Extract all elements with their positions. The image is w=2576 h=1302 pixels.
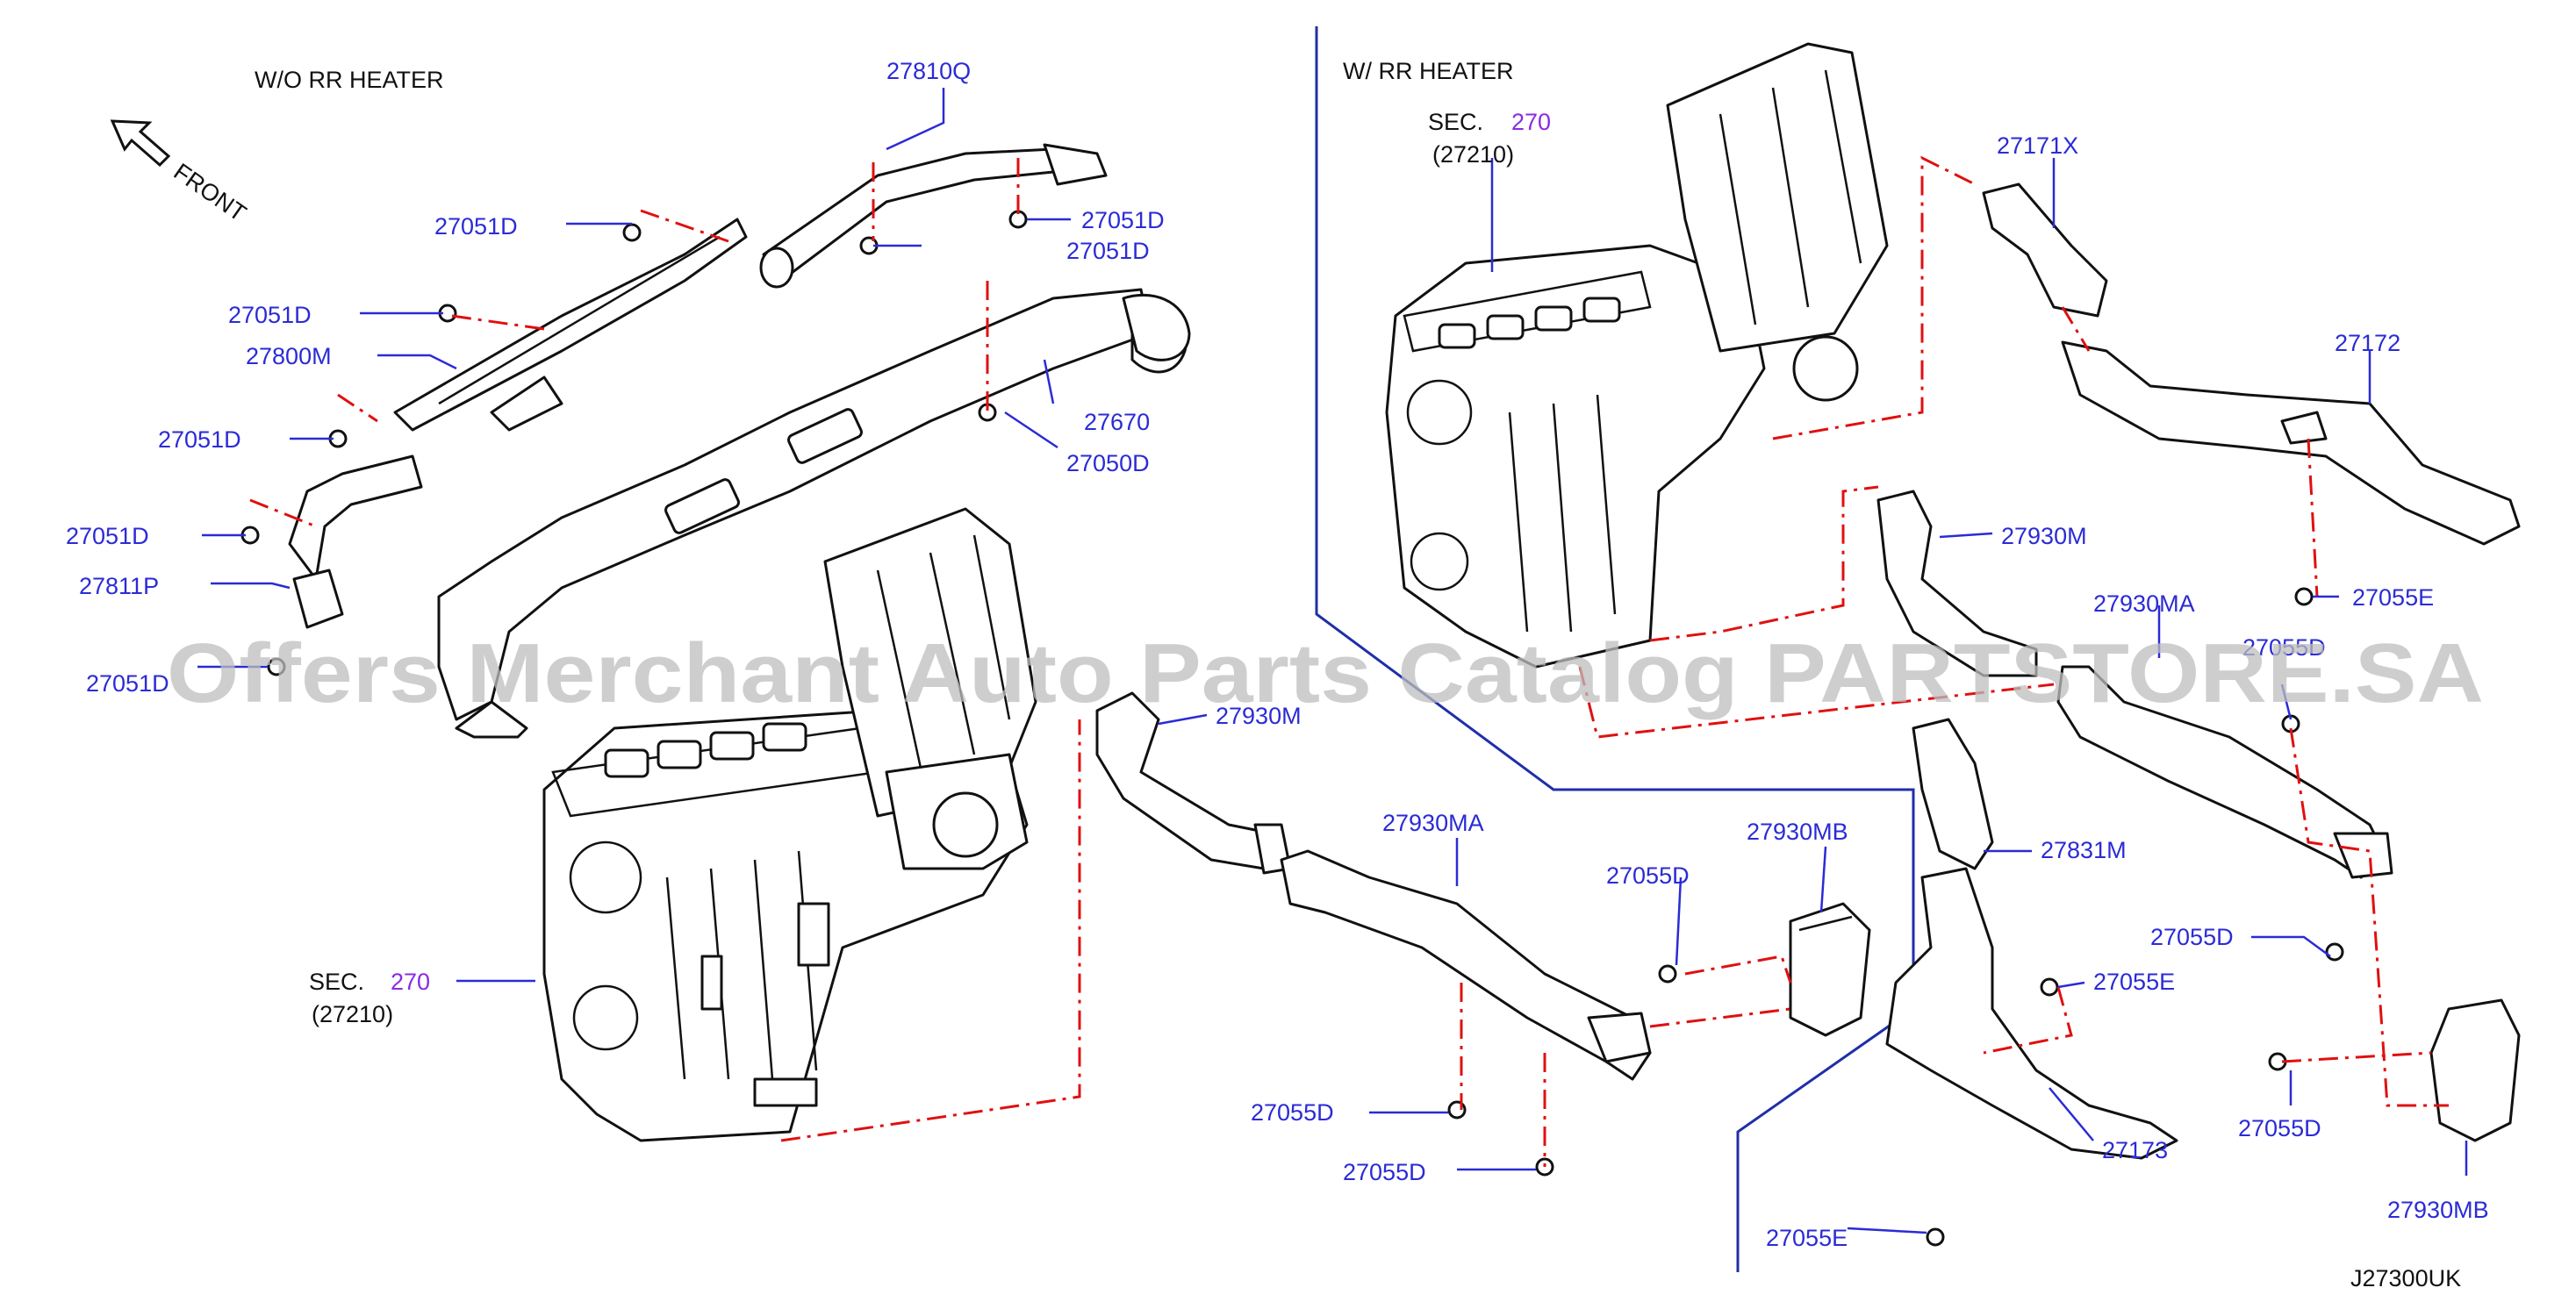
alignment-lines [249,155,2449,1167]
label-27055D-f: 27055D [2238,1115,2321,1141]
label-27051D-b: 27051D [1081,207,1165,233]
label-27800M: 27800M [246,343,332,369]
label-27055D-a: 27055D [1606,862,1690,889]
vent-27670 [1122,293,1191,361]
label-27051D-d: 27051D [228,302,312,328]
duct-27810Q [759,143,1108,289]
section-prefix-left: SEC. [309,969,364,995]
label-27055D-e: 27055D [2150,924,2234,950]
label-27055E-c: 27055E [1766,1225,1848,1251]
label-27051D-e: 27051D [158,426,241,453]
duct-27811P [288,454,423,629]
label-27055D-c: 27055D [1343,1159,1426,1185]
duct-27930M-right [1876,490,2038,677]
label-27930MA-a: 27930MA [1382,810,1484,836]
label-27173: 27173 [2102,1137,2168,1163]
duct-27172 [2061,340,2521,546]
label-27055D-b: 27055D [1251,1099,1334,1126]
duct-27171X [1982,182,2108,318]
section-number-right: 270 [1511,109,1551,135]
label-27050D: 27050D [1066,450,1150,476]
label-27930MA-b: 27930MA [2093,590,2195,617]
section-ref-right: SEC. 270 (27210) [1428,109,1551,168]
label-27051D-a: 27051D [434,213,518,240]
label-27930M-a: 27930M [1216,703,1302,729]
label-27810Q: 27810Q [886,58,971,84]
label-27172: 27172 [2335,330,2400,356]
front-label: FRONT [169,158,251,226]
heading-with-rear-heater: W/ RR HEATER [1343,58,1514,84]
section-sub-right: (27210) [1432,141,1514,168]
label-27055D-d: 27055D [2242,634,2326,661]
duct-27930MA-right [2056,665,2393,879]
label-27930MB-b: 27930MB [2387,1197,2489,1223]
label-27930M-b: 27930M [2001,523,2087,549]
label-27051D-c: 27051D [1066,238,1150,264]
label-27930MB-a: 27930MB [1747,819,1848,845]
variant-separator [1315,26,1915,1272]
section-sub-left: (27210) [312,1001,393,1027]
heater-unit-right [1385,42,1889,669]
label-27051D-g: 27051D [86,670,169,697]
heater-unit-left [542,507,1037,1142]
bracket-27800M [393,218,748,432]
label-27831M: 27831M [2041,837,2127,863]
label-27811P: 27811P [79,573,159,599]
screw-icons-right [1926,587,2344,1247]
label-27171X: 27171X [1997,132,2078,159]
section-ref-left: SEC. 270 (27210) [309,969,430,1027]
duct-27930MA-left [1280,849,1652,1081]
section-prefix-right: SEC. [1428,109,1483,135]
heading-without-rear-heater: W/O RR HEATER [255,67,444,93]
duct-27831M [1912,718,1994,870]
duct-27173 [1885,867,2178,1160]
section-number-left: 270 [391,969,430,995]
screw-icons-left [240,210,1677,1177]
label-27055E-a: 27055E [2352,584,2434,611]
front-arrow-icon [110,119,171,168]
vent-27930MB-left [1789,902,1871,1037]
diagram-code: J27300UK [2350,1265,2461,1291]
watermark: Offers Merchant Auto Parts Catalog PARTS… [167,626,2484,720]
vent-27930MB-right [2429,998,2521,1142]
label-27051D-f: 27051D [66,523,149,549]
label-27055E-b: 27055E [2093,969,2175,995]
leader-lines [197,88,2468,1234]
label-27670: 27670 [1084,409,1150,435]
